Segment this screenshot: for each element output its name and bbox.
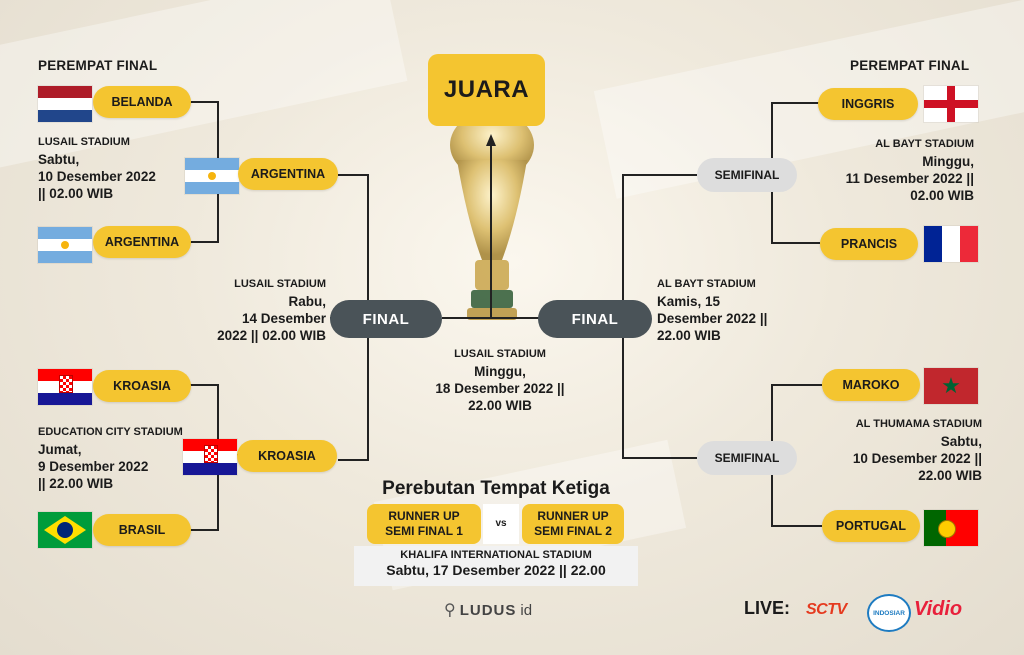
left-qf2-info: EDUCATION CITY STADIUM Jumat, 9 Desember… [38,424,198,492]
left-final-button[interactable]: FINAL [330,300,442,338]
argentina-flag-icon [185,158,239,194]
match-date: Sabtu, 17 Desember 2022 || 22.00 [386,562,606,578]
ludus-logo-icon: ⚲ [444,602,456,619]
team-portugal[interactable]: PORTUGAL [822,510,920,542]
morocco-flag-icon: ★ [924,368,978,404]
portugal-flag-icon [924,510,978,546]
stadium-label: AL THUMAMA STADIUM [855,418,982,430]
ludus-logo: ⚲ LUDUS id [444,600,532,620]
argentina-flag-icon [38,227,92,263]
stadium-label: AL BAYT STADIUM [875,138,974,150]
indosiar-text: INDOSIAR [873,609,905,617]
right-header: PEREMPAT FINAL [850,58,970,73]
third-place-title: Perebutan Tempat Ketiga [382,478,610,499]
stadium-label: LUSAIL STADIUM [38,136,130,148]
team-prancis[interactable]: PRANCIS [820,228,918,260]
match-date: Sabtu, 10 Desember 2022 || 22.00 WIB [852,434,982,483]
croatia-flag-icon [38,369,92,405]
left-sf-info: LUSAIL STADIUM Rabu, 14 Desember 2022 ||… [190,276,326,344]
netherlands-flag-icon [38,86,92,122]
runner-up-1[interactable]: RUNNER UP SEMI FINAL 1 [367,504,481,544]
ludus-suffix: id [520,601,533,619]
team-inggris[interactable]: INGGRIS [818,88,918,120]
right-qf2-info: AL THUMAMA STADIUM Sabtu, 10 Desember 20… [800,416,982,484]
live-label: LIVE: [744,598,791,618]
winner-kroasia[interactable]: KROASIA [237,440,337,472]
stadium-label: LUSAIL STADIUM [234,278,326,290]
team-brasil[interactable]: BRASIL [93,514,191,546]
england-flag-icon [924,86,978,122]
final-info: LUSAIL STADIUM Minggu, 18 Desember 2022 … [415,346,585,414]
stadium-label: AL BAYT STADIUM [657,278,756,290]
croatia-flag-icon [183,439,237,475]
brazil-flag-icon [38,512,92,548]
indosiar-logo: INDOSIAR [867,594,911,632]
team-belanda[interactable]: BELANDA [93,86,191,118]
stadium-label: LUSAIL STADIUM [454,348,546,360]
team-kroasia[interactable]: KROASIA [93,370,191,402]
sctv-logo: SCTV [806,601,847,618]
match-date: Minggu, 11 Desember 2022 || 02.00 WIB [845,154,974,203]
match-date: Kamis, 15 Desember 2022 || 22.00 WIB [657,294,768,343]
winner-argentina[interactable]: ARGENTINA [238,158,338,190]
match-date: Rabu, 14 Desember 2022 || 02.00 WIB [217,294,326,343]
right-sf-info: AL BAYT STADIUM Kamis, 15 Desember 2022 … [657,276,797,344]
left-header: PEREMPAT FINAL [38,58,158,73]
match-date: Jumat, 9 Desember 2022 || 22.00 WIB [38,442,149,491]
runner-up-2[interactable]: RUNNER UP SEMI FINAL 2 [522,504,624,544]
team-maroko[interactable]: MAROKO [822,369,920,401]
match-date: Sabtu, 10 Desember 2022 || 02.00 WIB [38,152,156,201]
third-place-info: KHALIFA INTERNATIONAL STADIUM Sabtu, 17 … [354,546,638,586]
team-argentina[interactable]: ARGENTINA [93,226,191,258]
ludus-brand: LUDUS [459,601,517,619]
match-date: Minggu, 18 Desember 2022 || 22.00 WIB [435,364,565,413]
stadium-label: KHALIFA INTERNATIONAL STADIUM [400,549,592,561]
right-final-button[interactable]: FINAL [538,300,652,338]
vidio-logo: Vidio [914,598,963,620]
champion-box: JUARA [428,54,545,126]
champion-label: JUARA [443,76,530,103]
right-semifinal-1[interactable]: SEMIFINAL [697,158,797,192]
left-qf1-info: LUSAIL STADIUM Sabtu, 10 Desember 2022 |… [38,134,198,202]
right-semifinal-2[interactable]: SEMIFINAL [697,441,797,475]
stadium-label: EDUCATION CITY STADIUM [38,426,183,438]
right-qf1-info: AL BAYT STADIUM Minggu, 11 Desember 2022… [800,136,974,204]
vs-label: vs [483,504,519,544]
france-flag-icon [924,226,978,262]
